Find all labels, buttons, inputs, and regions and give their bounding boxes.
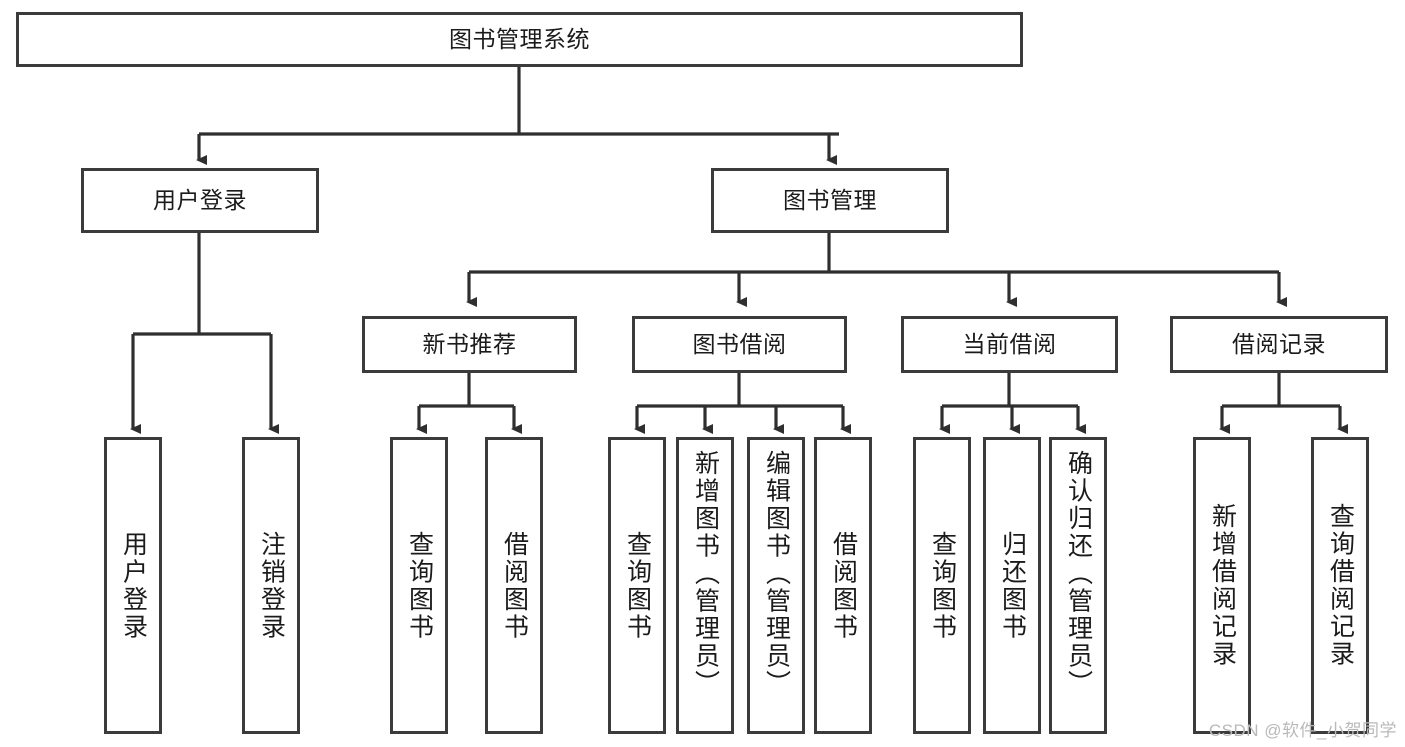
node-leaf-query-book-1-label: 查询图书 [405, 530, 434, 641]
node-leaf-borrow-book-1-label: 借阅图书 [500, 530, 529, 641]
node-leaf-logout-login[interactable]: 注销登录 [242, 437, 300, 734]
node-borrow-record[interactable]: 借阅记录 [1170, 316, 1388, 373]
node-leaf-add-borrow-record[interactable]: 新增借阅记录 [1193, 437, 1251, 734]
node-leaf-confirm-return-admin[interactable]: 确认归还（管理员） [1049, 437, 1107, 734]
node-leaf-return-book[interactable]: 归还图书 [983, 437, 1041, 734]
node-user-login[interactable]: 用户登录 [81, 168, 319, 233]
node-book-borrow-label: 图书借阅 [692, 330, 787, 357]
node-leaf-query-borrow-record[interactable]: 查询借阅记录 [1311, 437, 1369, 734]
node-leaf-query-book-3[interactable]: 查询图书 [913, 437, 971, 734]
node-leaf-query-book-2-label: 查询图书 [623, 530, 652, 641]
node-leaf-query-book-1[interactable]: 查询图书 [390, 437, 448, 734]
node-leaf-borrow-book-1[interactable]: 借阅图书 [485, 437, 543, 734]
node-leaf-edit-book-admin[interactable]: 编辑图书（管理员） [747, 437, 805, 734]
node-leaf-add-borrow-record-label: 新增借阅记录 [1208, 503, 1237, 668]
node-leaf-user-login[interactable]: 用户登录 [104, 437, 162, 734]
node-leaf-add-book-admin[interactable]: 新增图书（管理员） [676, 437, 734, 734]
node-leaf-query-borrow-record-label: 查询借阅记录 [1326, 503, 1355, 668]
node-leaf-user-login-label: 用户登录 [119, 530, 148, 641]
node-book-borrow[interactable]: 图书借阅 [632, 316, 847, 373]
node-leaf-borrow-book-2-label: 借阅图书 [829, 530, 858, 641]
node-leaf-query-book-3-label: 查询图书 [928, 530, 957, 641]
node-leaf-confirm-return-admin-label: 确认归还（管理员） [1064, 450, 1093, 698]
node-new-book-recommend-label: 新书推荐 [422, 330, 517, 357]
node-borrow-record-label: 借阅记录 [1232, 330, 1326, 357]
node-leaf-borrow-book-2[interactable]: 借阅图书 [814, 437, 872, 734]
csdn-watermark: CSDN @软件_小贺同学 [1208, 721, 1397, 740]
node-leaf-edit-book-admin-label: 编辑图书（管理员） [762, 450, 791, 698]
node-root[interactable]: 图书管理系统 [16, 12, 1023, 67]
node-book-management-label: 图书管理 [783, 186, 877, 213]
node-user-login-label: 用户登录 [153, 186, 247, 213]
node-book-management[interactable]: 图书管理 [711, 168, 949, 233]
node-current-borrow[interactable]: 当前借阅 [901, 316, 1118, 373]
node-leaf-logout-login-label: 注销登录 [257, 530, 286, 641]
node-current-borrow-label: 当前借阅 [962, 330, 1057, 357]
node-leaf-return-book-label: 归还图书 [998, 530, 1027, 641]
node-leaf-add-book-admin-label: 新增图书（管理员） [691, 450, 720, 698]
node-new-book-recommend[interactable]: 新书推荐 [362, 316, 577, 373]
node-root-label: 图书管理系统 [449, 25, 590, 52]
node-leaf-query-book-2[interactable]: 查询图书 [608, 437, 666, 734]
